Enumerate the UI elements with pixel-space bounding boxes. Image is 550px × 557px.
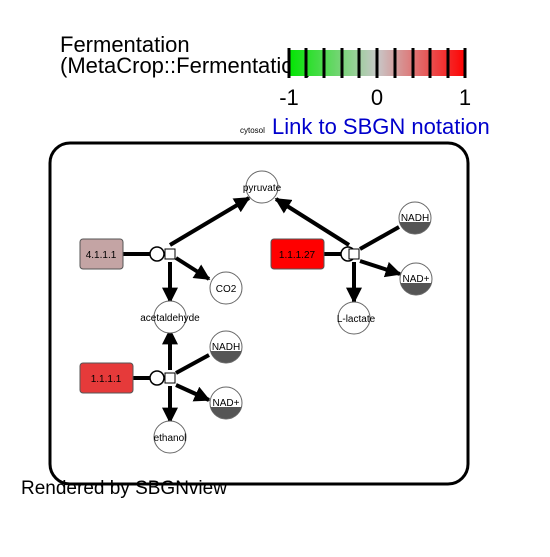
clone-marker <box>210 351 242 363</box>
metabolite-label: ethanol <box>154 433 187 444</box>
title-line1: Fermentation <box>60 32 190 57</box>
title-line2: (MetaCrop::Fermentation) <box>60 53 313 78</box>
process-port <box>348 248 360 260</box>
metabolite-l-lactate[interactable]: L-lactate <box>337 301 376 335</box>
process-node <box>149 370 165 386</box>
color-scale: -1 0 1 <box>279 48 471 110</box>
metabolite-label: NAD+ <box>213 398 240 409</box>
metabolite-co2[interactable]: CO2 <box>209 271 243 305</box>
metabolite-label: NADH <box>212 342 240 353</box>
metabolite-label: NAD+ <box>403 274 430 285</box>
metabolite-acetaldehyde[interactable]: acetaldehyde <box>140 300 200 334</box>
enzyme-label: 4.1.1.1 <box>86 250 117 261</box>
process-port <box>164 248 176 260</box>
process-1.1.1.1 <box>149 370 176 386</box>
metabolite-circle <box>209 271 243 305</box>
edge-nadh-top <box>359 225 400 251</box>
metabolite-nad-top[interactable]: NAD+ <box>399 262 433 296</box>
metabolite-nad-bottom[interactable]: NAD+ <box>209 386 243 420</box>
enzyme-box <box>270 238 325 270</box>
edge-to-pyruvate <box>274 197 351 247</box>
compartment-label: cytosol <box>240 126 265 135</box>
metabolite-circle <box>153 300 187 334</box>
scale-tick-max: 1 <box>459 85 471 110</box>
clone-marker <box>399 222 431 234</box>
metabolite-label: acetaldehyde <box>140 313 200 324</box>
color-scale-ticks <box>287 48 467 78</box>
edge-to-co2 <box>174 256 211 281</box>
clone-marker <box>210 407 242 419</box>
compartment-cytosol <box>48 141 470 486</box>
edge-to-nad-top <box>359 259 402 278</box>
edge-pyruvate-consumption <box>168 196 251 247</box>
enzyme-label: 1.1.1.27 <box>279 250 316 261</box>
metabolite-label: NADH <box>401 213 429 224</box>
process-port <box>164 372 176 384</box>
edge-nadh-bottom <box>175 353 210 375</box>
metabolite-nadh-bottom[interactable]: NADH <box>209 330 243 364</box>
metabolite-circle <box>153 420 187 454</box>
process-4.1.1.1 <box>149 246 176 262</box>
enzyme-4.1.1.1[interactable]: 4.1.1.1 <box>79 238 124 270</box>
scale-tick-min: -1 <box>279 85 299 110</box>
enzyme-box <box>79 238 124 270</box>
edges <box>123 196 402 424</box>
process-1.1.1.27 <box>340 246 360 262</box>
metabolite-label: CO2 <box>216 284 237 295</box>
metabolite-ethanol[interactable]: ethanol <box>153 420 187 454</box>
metabolite-nadh-top[interactable]: NADH <box>398 201 432 235</box>
enzyme-1.1.1.27[interactable]: 1.1.1.27 <box>270 238 325 270</box>
process-node <box>149 246 165 262</box>
enzyme-1.1.1.1[interactable]: 1.1.1.1 <box>79 362 134 394</box>
metabolite-circle <box>245 170 279 204</box>
metabolite-label: L-lactate <box>337 314 376 325</box>
metabolite-label: pyruvate <box>243 183 282 194</box>
footer-credit: Rendered by SBGNview <box>21 478 227 499</box>
sbgn-notation-link[interactable]: Link to SBGN notation <box>272 114 490 139</box>
enzyme-label: 1.1.1.1 <box>91 374 122 385</box>
metabolite-circle <box>337 301 371 335</box>
clone-marker <box>400 283 432 295</box>
metabolite-pyruvate[interactable]: pyruvate <box>243 170 282 204</box>
enzyme-box <box>79 362 134 394</box>
scale-tick-mid: 0 <box>371 85 383 110</box>
edge-to-nad-bottom <box>175 383 211 402</box>
